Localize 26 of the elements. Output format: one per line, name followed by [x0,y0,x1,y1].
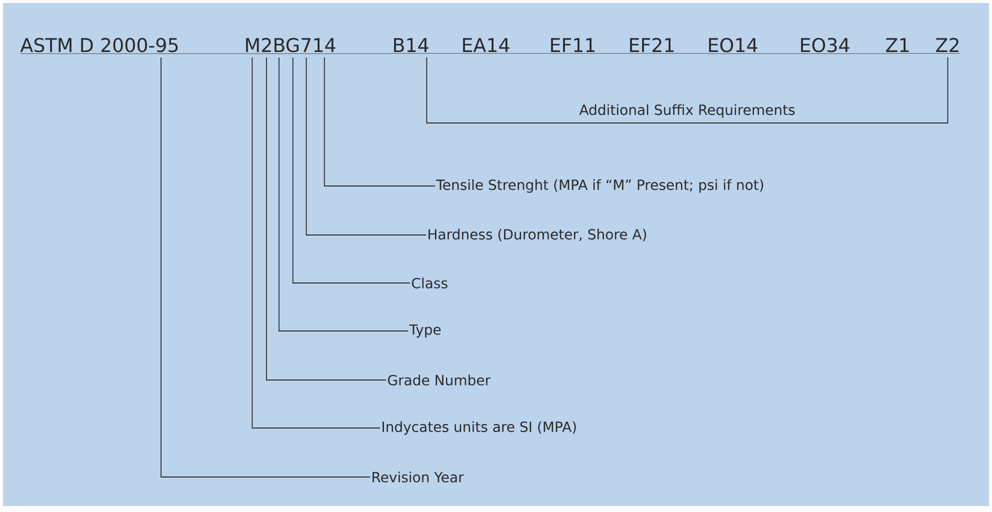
code-segment: EF11 [549,38,628,54]
leader-line [324,57,436,186]
callout-text: Class [412,278,448,288]
code-segment: Z1 [885,38,936,54]
callout-text: Type [409,324,441,338]
callout-text: Indycates units are SI (MPA) [382,421,576,435]
callout-text: Revision Year [372,472,464,482]
callout-text: Grade Number [388,374,491,386]
leader-line [278,57,408,332]
code-segment: EF21 [628,38,708,54]
leader-line [306,57,426,236]
callout-text: Hardness (Durometer, Shore A) [428,228,646,242]
code-segment: EA14 [461,38,550,54]
code-segment: Z2 [935,38,961,54]
leader-line [160,57,370,478]
bracket-label: Additional Suffix Requirements [579,104,795,118]
bracket-line [426,56,948,124]
code-segment: B14 [392,38,462,54]
leader-line [292,57,410,284]
code-segment: EO34 [799,38,886,54]
leader-line [252,57,380,428]
code-segment: EO14 [707,38,800,54]
leader-line [266,57,386,380]
callout-text: Tensile Strenght (MPA if “M” Present; psi if not) [436,179,764,193]
code-segment: ASTM D 2000-95 [20,38,244,54]
code-segment: M2BG714 [244,38,392,54]
